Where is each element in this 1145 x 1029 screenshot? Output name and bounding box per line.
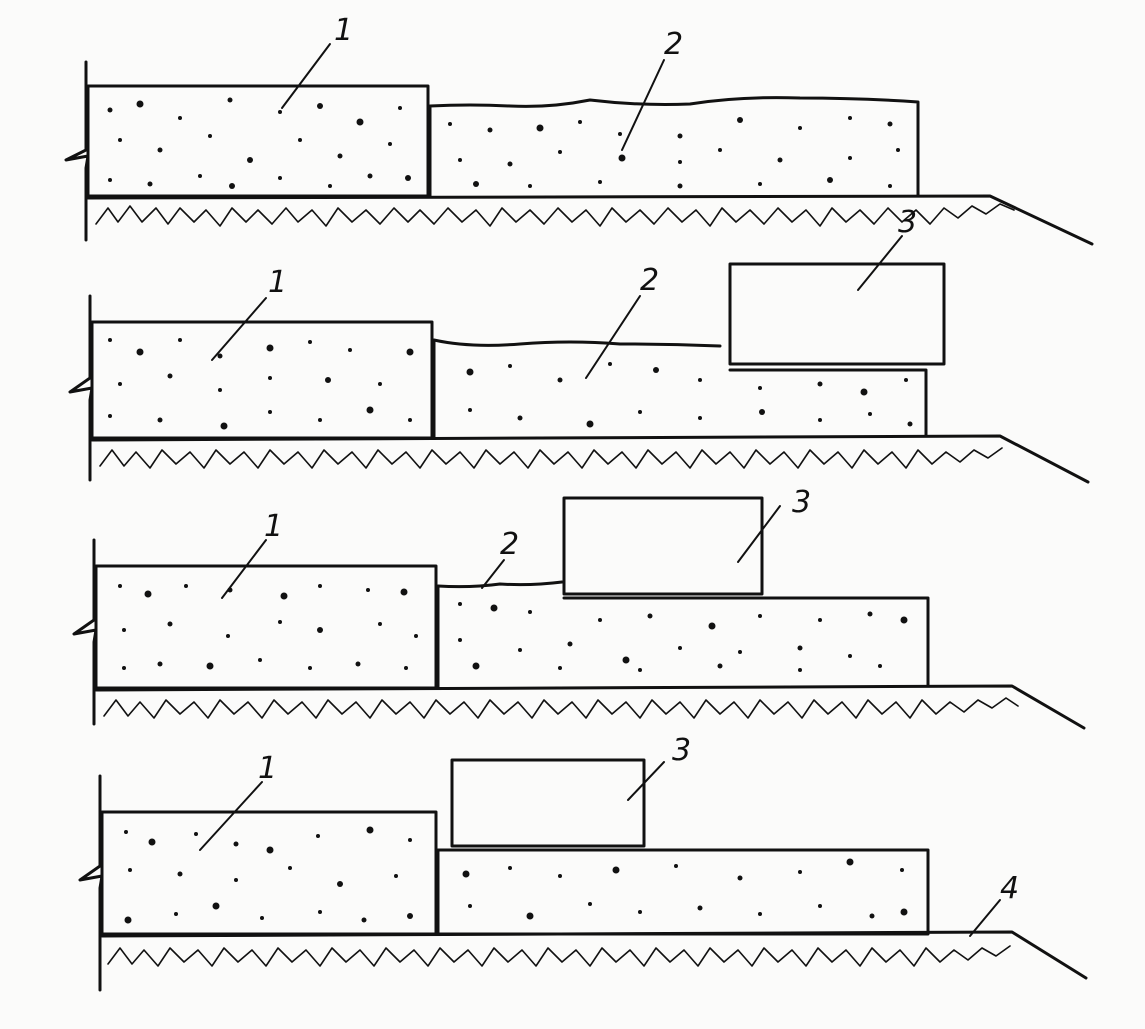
label-2: 2 bbox=[640, 263, 659, 298]
compacted-concrete-layer bbox=[562, 596, 930, 688]
aggregate-dots bbox=[466, 362, 913, 428]
leader-line-2 bbox=[481, 559, 505, 589]
aggregate-dots bbox=[448, 116, 900, 189]
leader-line-4 bbox=[969, 899, 1001, 937]
leader-line-1 bbox=[221, 539, 267, 599]
leader-line-1 bbox=[199, 781, 263, 851]
label-3: 3 bbox=[898, 205, 917, 240]
label-4: 4 bbox=[1000, 871, 1019, 906]
leader-line-2 bbox=[585, 295, 641, 379]
panel-1: 1 2 bbox=[64, 13, 1094, 246]
label-1: 1 bbox=[258, 751, 277, 786]
aggregate-dots bbox=[108, 338, 414, 430]
aggregate-dots bbox=[107, 97, 411, 189]
existing-slab bbox=[90, 320, 434, 440]
aggregate-dots bbox=[118, 584, 418, 670]
ground-hatching bbox=[95, 203, 1015, 227]
label-2: 2 bbox=[664, 27, 683, 62]
wall-line bbox=[64, 60, 90, 242]
leader-line-3 bbox=[737, 505, 781, 563]
leader-line-3 bbox=[627, 761, 665, 801]
label-1: 1 bbox=[268, 265, 287, 300]
existing-slab bbox=[94, 564, 438, 690]
fresh-concrete-layer bbox=[432, 338, 722, 440]
wall-line bbox=[78, 774, 104, 992]
aggregate-dots bbox=[458, 602, 908, 672]
label-3: 3 bbox=[672, 733, 691, 768]
label-1: 1 bbox=[264, 509, 283, 544]
existing-slab bbox=[100, 810, 438, 936]
wall-line bbox=[72, 538, 98, 726]
ground-line bbox=[94, 684, 1086, 730]
vibro-screed bbox=[562, 496, 764, 596]
panel-3: 1 2 3 bbox=[72, 485, 1086, 730]
ground-line bbox=[90, 434, 1090, 484]
ground-hatching bbox=[103, 697, 1019, 719]
fresh-concrete-layer bbox=[436, 580, 564, 690]
vibro-screed bbox=[450, 758, 646, 848]
label-3: 3 bbox=[792, 485, 811, 520]
leader-line-3 bbox=[857, 235, 903, 291]
label-1: 1 bbox=[334, 13, 353, 48]
ground-line bbox=[100, 930, 1088, 980]
aggregate-dots bbox=[124, 826, 413, 924]
vibro-screed bbox=[728, 262, 946, 366]
ground-hatching bbox=[107, 945, 1011, 967]
leader-line-1 bbox=[211, 297, 267, 361]
aggregate-dots bbox=[462, 858, 908, 920]
existing-slab bbox=[86, 84, 430, 198]
finished-slab bbox=[436, 848, 930, 936]
label-2: 2 bbox=[500, 527, 519, 562]
leader-line-1 bbox=[281, 43, 331, 109]
panel-4: 1 3 4 bbox=[78, 733, 1088, 992]
leader-line-2 bbox=[621, 59, 665, 151]
ground-line bbox=[86, 194, 1094, 246]
ground-hatching bbox=[99, 447, 1003, 469]
fresh-concrete-layer bbox=[428, 96, 920, 198]
wall-line bbox=[68, 294, 94, 482]
panel-2: 1 2 3 bbox=[68, 205, 1090, 484]
compacted-concrete-layer bbox=[728, 368, 928, 438]
